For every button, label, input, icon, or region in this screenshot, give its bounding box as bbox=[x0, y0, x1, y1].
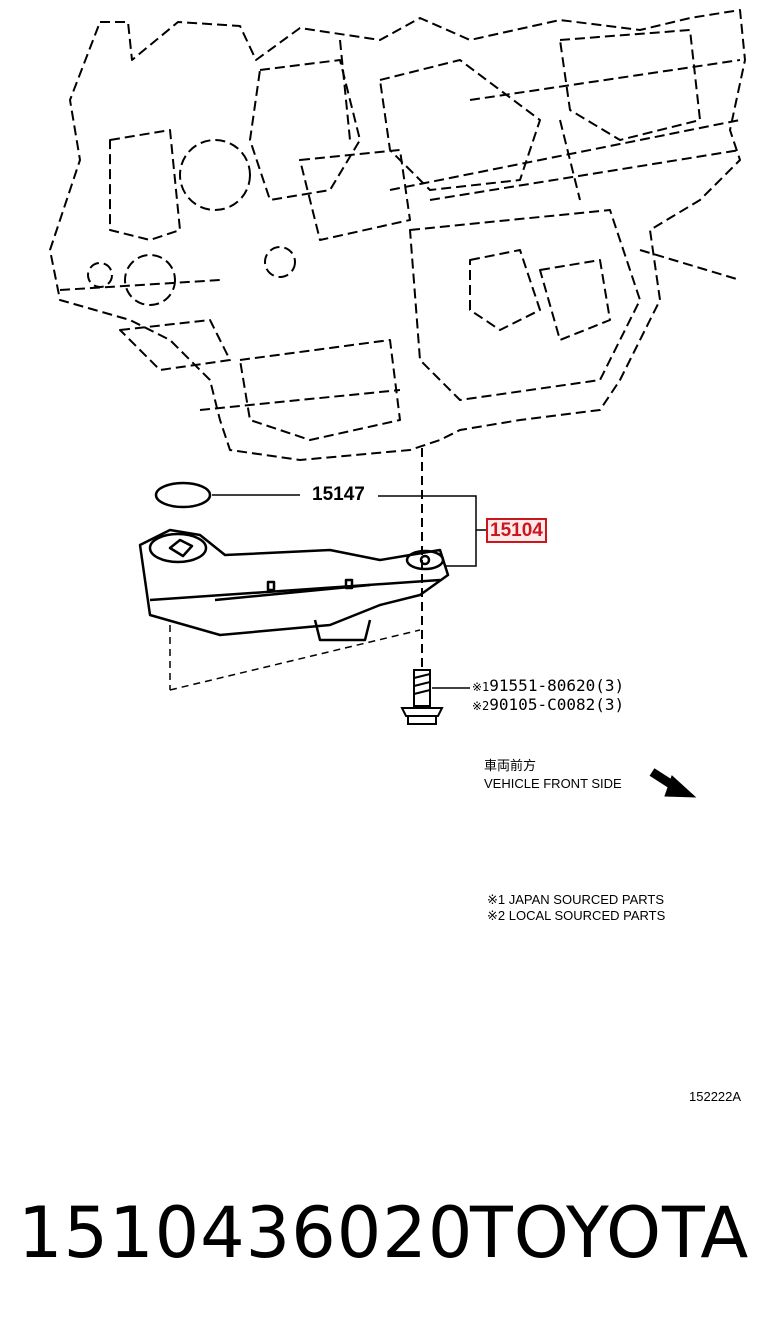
source-mark: ※1 bbox=[472, 680, 490, 694]
note-local-sourced: ※2 LOCAL SOURCED PARTS bbox=[487, 908, 666, 923]
bolt-part-number[interactable]: 90105-C0082(3) bbox=[489, 695, 625, 714]
bolt-part-line-2: ※290105-C0082(3) bbox=[472, 697, 624, 713]
source-mark: ※2 bbox=[472, 699, 490, 713]
oil-strainer-drawing bbox=[138, 528, 450, 642]
bolt-part-number[interactable]: 91551-80620(3) bbox=[489, 676, 625, 695]
note-japan-sourced: ※1 JAPAN SOURCED PARTS bbox=[487, 892, 665, 907]
callout-bracket bbox=[378, 495, 477, 567]
flange-bolt-drawing bbox=[400, 669, 444, 725]
bolt-part-line-1: ※191551-80620(3) bbox=[472, 678, 624, 694]
footer-brand: TOYOTA bbox=[470, 1192, 750, 1274]
engine-block-drawing bbox=[49, 9, 746, 461]
callout-o-ring[interactable]: 15147 bbox=[312, 484, 365, 505]
vehicle-front-arrow bbox=[649, 768, 697, 798]
o-ring-drawing bbox=[154, 481, 212, 509]
footer-part-number: 1510436020 bbox=[18, 1192, 474, 1274]
exploded-parts-diagram bbox=[49, 9, 746, 798]
front-label-japanese: 車両前方 bbox=[484, 758, 537, 773]
front-label-english: VEHICLE FRONT SIDE bbox=[484, 776, 622, 791]
callout-oil-strainer[interactable]: 15104 bbox=[486, 518, 547, 543]
figure-code: 152222A bbox=[689, 1089, 742, 1104]
